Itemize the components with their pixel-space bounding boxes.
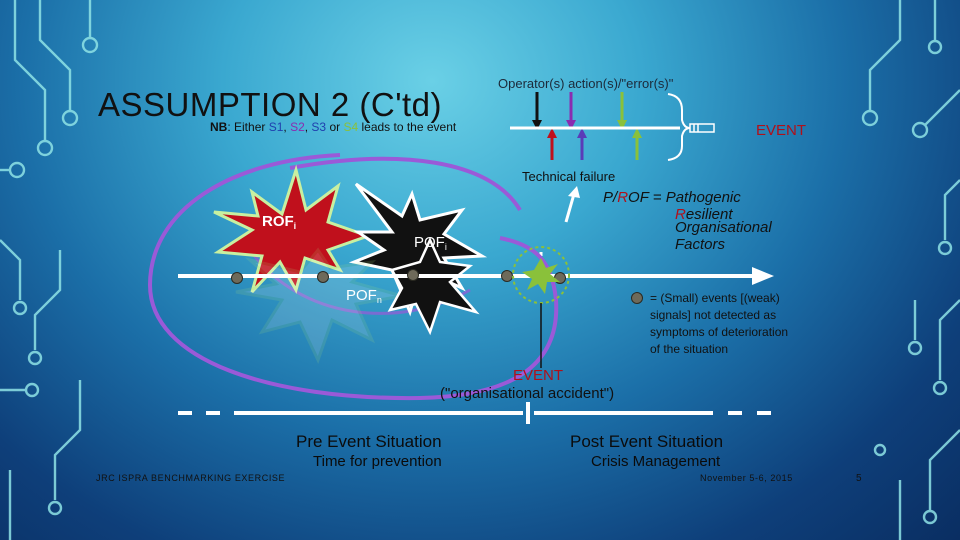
event-burst: [513, 247, 569, 368]
legend-line: signals] not detected as: [650, 309, 776, 323]
weak-signal-dot: [232, 273, 243, 284]
technical-failure-label: Technical failure: [522, 170, 615, 185]
prof-definition-line4: Factors: [675, 236, 725, 253]
legend-line: of the situation: [650, 343, 728, 357]
pof-n-label: POFn: [346, 287, 382, 305]
weak-signal-dot: [318, 272, 329, 283]
period-dividers: [178, 402, 771, 424]
post-event-subtitle: Crisis Management: [591, 453, 720, 470]
weak-signal-dot: [502, 271, 513, 282]
weak-signal-dot: [408, 270, 419, 281]
prof-definition-line3: Organisational: [675, 219, 772, 236]
pof-i-label: POFi: [414, 234, 447, 252]
event-label-top: EVENT: [756, 122, 806, 139]
pre-event-title: Pre Event Situation: [296, 432, 442, 452]
slide-title: ASSUMPTION 2 (C'td): [98, 86, 442, 124]
actor-arrows: [532, 92, 642, 160]
footer-left: JRC ISPRA BENCHMARKING EXERCISE: [96, 473, 285, 483]
prof-definition-line1: P/ROF = Pathogenic: [603, 189, 741, 206]
legend-dot-icon: [632, 293, 643, 304]
footer-date: November 5-6, 2015: [700, 473, 793, 483]
pre-event-subtitle: Time for prevention: [313, 453, 442, 470]
post-event-title: Post Event Situation: [570, 432, 723, 452]
legend-line: = (Small) events [(weak): [650, 292, 780, 306]
rof-label: ROFi: [262, 213, 296, 231]
operator-label: Operator(s) action(s)/"error(s)": [498, 77, 673, 92]
organisational-accident-label: ("organisational accident"): [440, 385, 614, 402]
slide-note: NB: Either S1, S2, S3 or S4 leads to the…: [210, 121, 456, 135]
tech-failure-arrow: [541, 186, 580, 256]
legend-line: symptoms of deterioration: [650, 326, 788, 340]
event-label-middle: EVENT: [513, 367, 563, 384]
page-number: 5: [856, 473, 862, 485]
